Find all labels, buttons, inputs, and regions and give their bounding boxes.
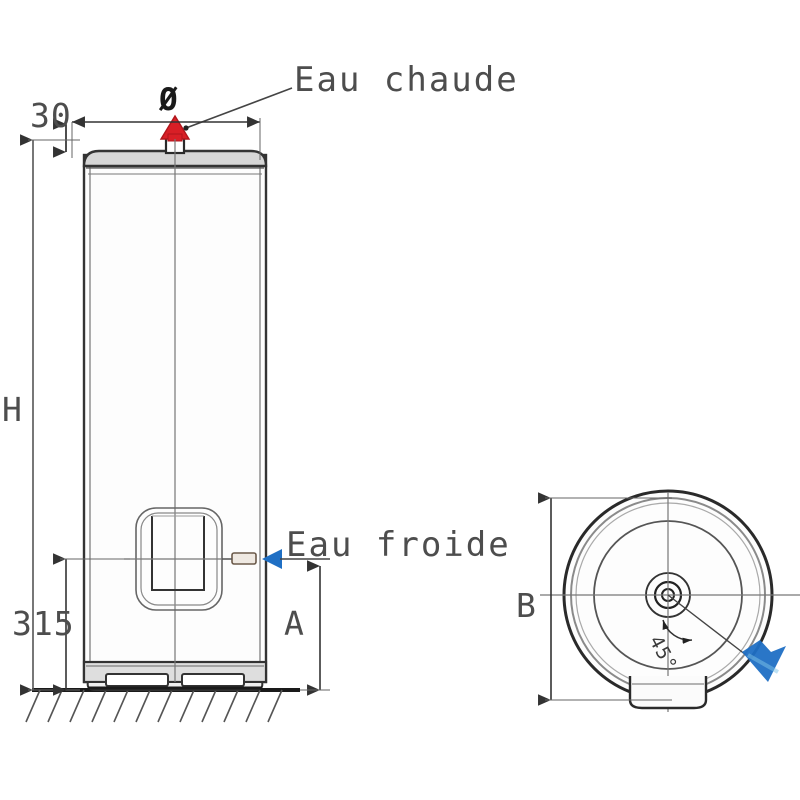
cold-water-inlet bbox=[222, 549, 330, 569]
hot-water-leader-line bbox=[183, 87, 293, 131]
label-dimension-H: H bbox=[2, 390, 23, 429]
dimension-B bbox=[538, 492, 672, 706]
label-dimension-315: 315 bbox=[12, 604, 75, 643]
label-eau-froide: Eau froide bbox=[286, 525, 511, 565]
plan-view-base-stub bbox=[628, 676, 708, 710]
label-dimension-B: B bbox=[516, 586, 537, 625]
floor-ground-line bbox=[25, 688, 300, 723]
label-dimension-30: 30 bbox=[30, 96, 72, 135]
dimension-315 bbox=[53, 553, 130, 696]
dimension-A bbox=[300, 560, 330, 696]
angle-45-indicator bbox=[662, 594, 747, 656]
label-diameter-symbol: Ø bbox=[159, 82, 179, 118]
plan-cold-water-arrow bbox=[742, 640, 786, 682]
tank-base-feet bbox=[86, 673, 264, 691]
label-eau-chaude: Eau chaude bbox=[294, 60, 519, 100]
label-dimension-A: A bbox=[284, 604, 305, 643]
